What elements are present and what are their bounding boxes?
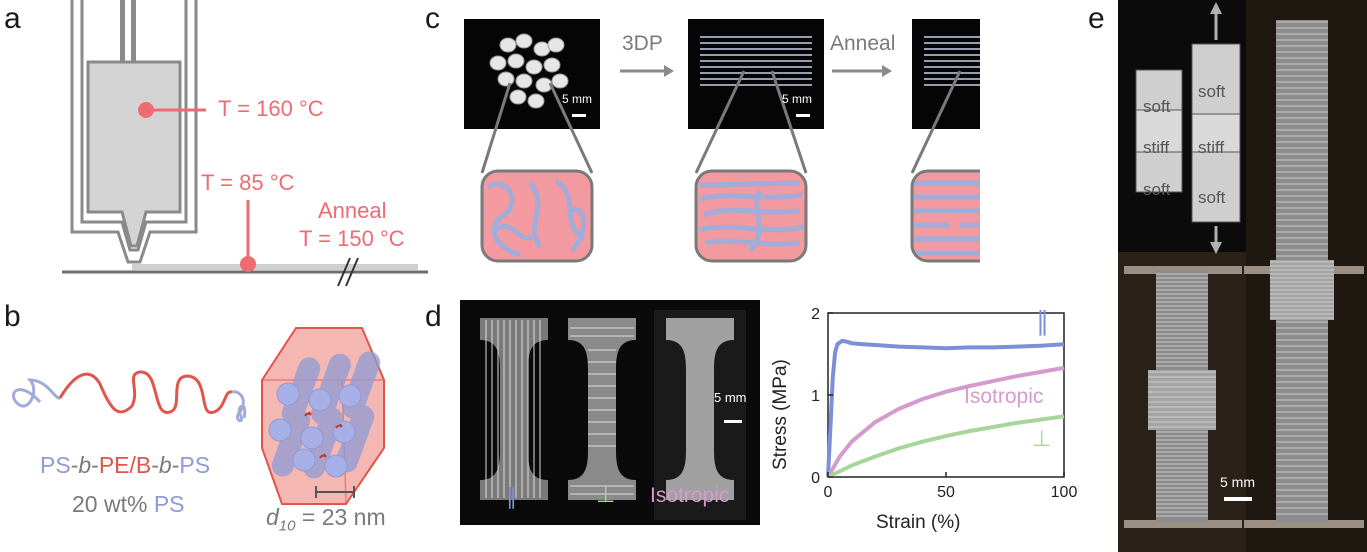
- panel-label-a: a: [4, 2, 21, 35]
- series-line-1: [826, 365, 1065, 478]
- chain-links: [304, 411, 343, 459]
- ps-block-right: [231, 390, 247, 423]
- long-soft-bottom: soft: [1198, 188, 1226, 207]
- y-tick-label: 1: [811, 388, 820, 405]
- specimen-label-parallel: ∥: [506, 484, 517, 509]
- specimen-label-perpendicular: ⊥: [596, 482, 616, 507]
- panel-a-schematic: [62, 0, 428, 287]
- zoom-lines: [480, 70, 962, 174]
- sample-ribs: [1148, 21, 1334, 517]
- scalebar-label-annealed: 5 mm: [1006, 92, 1036, 106]
- panel-d-photo: [460, 300, 760, 525]
- break-mark-1: [337, 257, 351, 287]
- panel-label-d: d: [425, 300, 442, 333]
- photo-annealed: [912, 19, 980, 129]
- series-label-perpendicular: ⊥: [1032, 426, 1052, 451]
- pellets: [489, 33, 569, 109]
- scalebar-label-printed: 5 mm: [782, 92, 812, 106]
- series-label-isotropic: Isotropic: [964, 385, 1044, 408]
- specimen-parallel: [480, 318, 548, 500]
- perpendicular-lines: [570, 327, 634, 495]
- ps-block-left: [12, 378, 61, 408]
- panel-c-figure: [464, 19, 980, 263]
- x-tick-label: 0: [824, 484, 833, 501]
- chart-xlabel: Strain (%): [876, 512, 961, 533]
- temp-bed-label: T = 85 °C: [201, 170, 295, 195]
- panel-b-schematic: [12, 327, 385, 505]
- specimen-perpendicular: [568, 318, 636, 500]
- composition-label: 20 wt% PS: [72, 491, 185, 517]
- morphology-pellet: [482, 171, 592, 261]
- cylinder-ends: [268, 382, 362, 478]
- arrow-label-anneal: Anneal: [830, 32, 896, 55]
- stress-strain-chart: 0 50 100 0 1 2: [811, 306, 1077, 501]
- grip-long-bottom: [1244, 520, 1364, 528]
- nozzle-housing: [70, 0, 198, 264]
- polymer-name: PS-b-PE/B-b-PS: [40, 452, 211, 478]
- photo-e-scalebar-label: 5 mm: [1220, 474, 1255, 490]
- scalebar-label-pellets: 5 mm: [562, 92, 592, 106]
- long-stiff: stiff: [1198, 138, 1225, 157]
- parallel-lines: [485, 320, 541, 498]
- chart-ticks: 0 50 100 0 1 2: [811, 306, 1077, 501]
- peb-block: [58, 370, 233, 414]
- panel-e-photo: [1118, 0, 1367, 552]
- stretch-arrows: [1210, 2, 1222, 254]
- plunger-rod-left: [120, 0, 125, 62]
- chart-ylabel: Stress (MPa): [770, 359, 791, 470]
- printed-lines: [700, 36, 812, 86]
- y-tick-label: 2: [811, 306, 820, 323]
- photo-printed: [688, 19, 824, 129]
- x-tick-label: 100: [1051, 484, 1078, 501]
- chart-series: [826, 338, 1065, 479]
- specimen-label-isotropic: Isotropic: [650, 484, 730, 507]
- annealed-lines: [924, 36, 980, 86]
- plunger-rod-right: [131, 0, 136, 62]
- series-line-2: [827, 414, 1065, 479]
- anneal-label: Anneal: [318, 198, 387, 223]
- long-soft-top: soft: [1198, 82, 1226, 101]
- anneal-temp-label: T = 150 °C: [299, 226, 405, 251]
- series-label-parallel: ∥: [1036, 306, 1049, 336]
- break-mark-2: [345, 257, 359, 287]
- printed-line: [132, 264, 418, 270]
- x-tick-label: 50: [937, 484, 955, 501]
- panel-label-b: b: [4, 300, 21, 333]
- panel-label-c: c: [425, 2, 440, 35]
- panel-label-e: e: [1088, 2, 1105, 35]
- specimen-scalebar: [724, 420, 742, 423]
- grip-short-bottom: [1124, 520, 1242, 528]
- morphology-annealed: [912, 171, 980, 261]
- short-stiff: stiff: [1143, 138, 1170, 157]
- specimen-isotropic: [666, 318, 734, 500]
- arrow-label-3dp: 3DP: [622, 32, 663, 55]
- short-soft-bottom: soft: [1143, 180, 1171, 199]
- series-line-0: [826, 338, 1065, 478]
- specimen-scalebar-label: 5 mm: [714, 390, 747, 405]
- d10-label: d10 = 23 nm: [266, 504, 386, 535]
- photo-e-scalebar: [1224, 497, 1252, 501]
- temp-reservoir-label: T = 160 °C: [218, 96, 324, 121]
- nozzle-inner-wall: [80, 0, 188, 252]
- y-tick-label: 0: [811, 470, 820, 487]
- short-soft-top: soft: [1143, 97, 1171, 116]
- polymer-melt: [86, 60, 182, 248]
- sample-long: [1270, 20, 1334, 522]
- process-arrows: [620, 65, 892, 77]
- morphology-printed: [696, 171, 806, 261]
- gradient-schematic: [1135, 43, 1241, 223]
